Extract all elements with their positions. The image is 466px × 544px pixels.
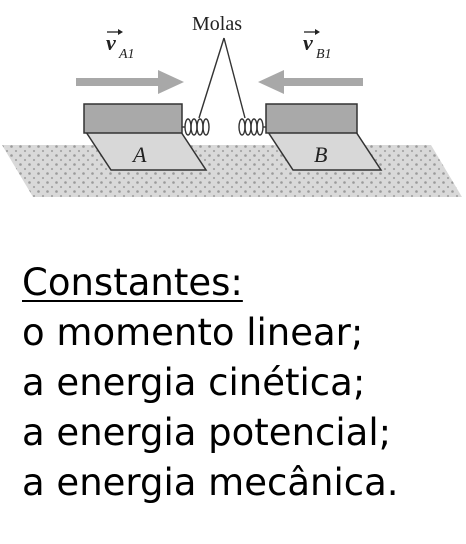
svg-text:A: A	[131, 142, 147, 167]
springs-label: Molas	[192, 13, 242, 35]
velocity-label-a: v A1	[106, 29, 135, 62]
velocity-arrow-a	[76, 70, 184, 94]
spring-pointer-right	[223, 37, 246, 119]
spring-a	[182, 118, 210, 136]
svg-text:B: B	[314, 142, 327, 167]
svg-text:A1: A1	[118, 47, 135, 62]
velocity-arrow-b	[258, 70, 363, 94]
block-a: A	[83, 103, 208, 171]
velocity-label-b: v B1	[303, 29, 332, 62]
spring-b	[238, 118, 266, 136]
spring-pointer-left	[198, 37, 225, 119]
constants-heading: Constantes:	[22, 261, 243, 304]
constant-item: o momento linear;	[22, 311, 364, 354]
svg-text:B1: B1	[316, 47, 332, 62]
constant-item: a energia potencial;	[22, 411, 392, 454]
collision-diagram: v A1 v B1 Molas A B	[2, 13, 462, 197]
svg-text:v: v	[106, 30, 116, 55]
constant-item: a energia cinética;	[22, 361, 366, 404]
track-surface	[2, 145, 462, 197]
constants-list: Constantes: o momento linear; a energia …	[22, 258, 399, 508]
svg-text:v: v	[303, 30, 313, 55]
block-b: B	[265, 103, 383, 171]
constant-item: a energia mecânica.	[22, 461, 399, 504]
